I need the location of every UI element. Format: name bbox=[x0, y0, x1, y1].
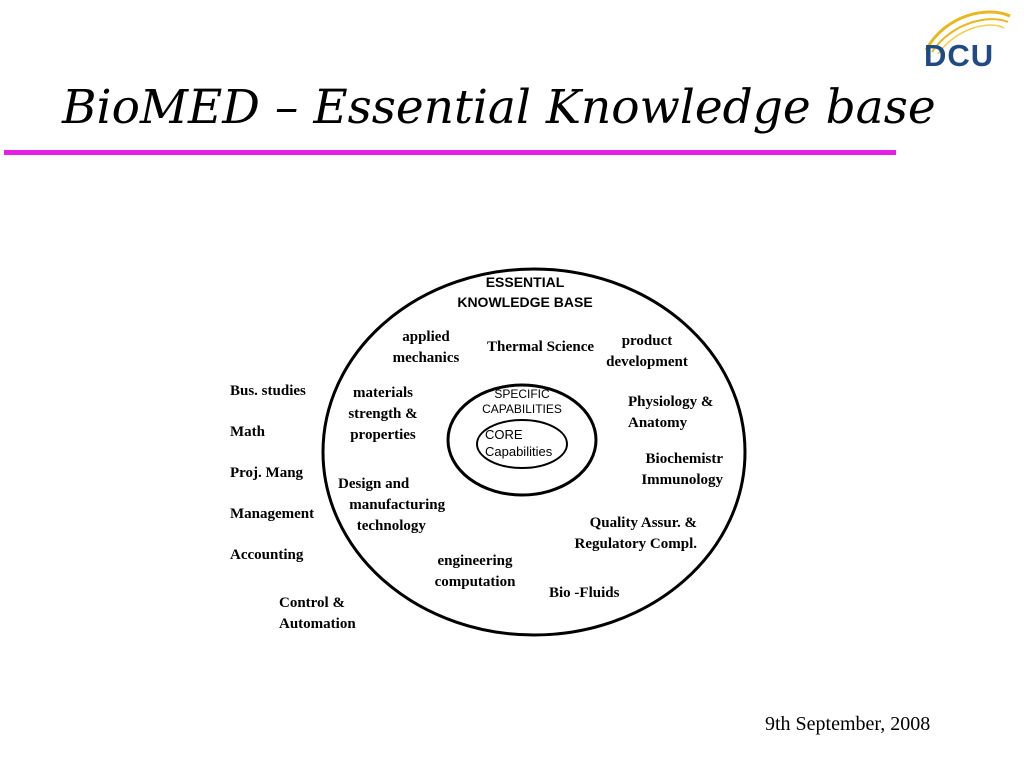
text-line: Quality Assur. & bbox=[589, 515, 697, 531]
text-line: applied bbox=[402, 329, 450, 345]
text-line: ESSENTIAL bbox=[485, 274, 565, 290]
text-line: Regulatory Compl. bbox=[574, 536, 698, 552]
engineering-computation-label: engineering computation bbox=[425, 551, 525, 593]
title-underline bbox=[4, 150, 896, 155]
product-development-label: product development bbox=[599, 331, 695, 373]
control-automation-label: Control & Automation bbox=[279, 593, 356, 635]
design-manufacturing-label: Design and manufacturing technology bbox=[338, 474, 445, 537]
applied-mechanics-label: applied mechanics bbox=[386, 327, 466, 369]
text-line: CORE bbox=[485, 427, 523, 442]
text-line: materials bbox=[353, 385, 413, 401]
outer-ellipse bbox=[321, 267, 747, 637]
text-line: SPECIFIC bbox=[494, 387, 550, 401]
text-line: technology bbox=[338, 518, 426, 534]
outside-item: Proj. Mang bbox=[230, 465, 304, 481]
dcu-logo-swoosh-icon bbox=[924, 10, 1011, 55]
outside-item: Management bbox=[230, 506, 315, 522]
thermal-science-label: Thermal Science bbox=[487, 339, 595, 355]
text-line: development bbox=[606, 354, 688, 370]
text-line: computation bbox=[434, 574, 516, 590]
text-line: mechanics bbox=[392, 350, 460, 366]
text-line: Design and bbox=[338, 476, 410, 492]
text-line: manufacturing bbox=[338, 497, 446, 513]
text-line: engineering bbox=[437, 553, 513, 569]
core-capabilities-ellipse bbox=[476, 419, 568, 469]
text-line: product bbox=[621, 333, 673, 349]
text-line: strength & bbox=[348, 406, 418, 422]
dcu-logo-text: DCU bbox=[924, 38, 995, 73]
specific-capabilities-ellipse bbox=[446, 383, 598, 497]
text-line: Automation bbox=[279, 616, 356, 632]
text-line: CAPABILITIES bbox=[482, 402, 562, 416]
materials-label: materials strength & properties bbox=[340, 383, 426, 446]
outside-item: Math bbox=[230, 424, 265, 440]
text-line: Biochemistr bbox=[645, 451, 723, 467]
core-capabilities-label: CORE Capabilities bbox=[477, 426, 567, 460]
text-line: KNOWLEDGE BASE bbox=[457, 294, 593, 310]
text-line: Physiology & bbox=[628, 394, 714, 410]
text-line: properties bbox=[350, 427, 416, 443]
text-line: Anatomy bbox=[628, 415, 688, 431]
bio-fluids-label: Bio -Fluids bbox=[549, 585, 620, 601]
text-line: Control & bbox=[279, 595, 345, 611]
physiology-anatomy-label: Physiology & Anatomy bbox=[628, 392, 713, 434]
outside-item: Accounting bbox=[230, 547, 304, 563]
text-line: Capabilities bbox=[485, 444, 553, 459]
slide-title: BioMED – Essential Knowledge base bbox=[62, 80, 936, 135]
outside-item: Bus. studies bbox=[230, 383, 306, 399]
quality-regulatory-label: Quality Assur. & Regulatory Compl. bbox=[549, 513, 698, 555]
essential-knowledge-base-label: ESSENTIAL KNOWLEDGE BASE bbox=[440, 272, 610, 312]
slide-date: 9th September, 2008 bbox=[765, 713, 931, 735]
text-line: Immunology bbox=[641, 472, 723, 488]
